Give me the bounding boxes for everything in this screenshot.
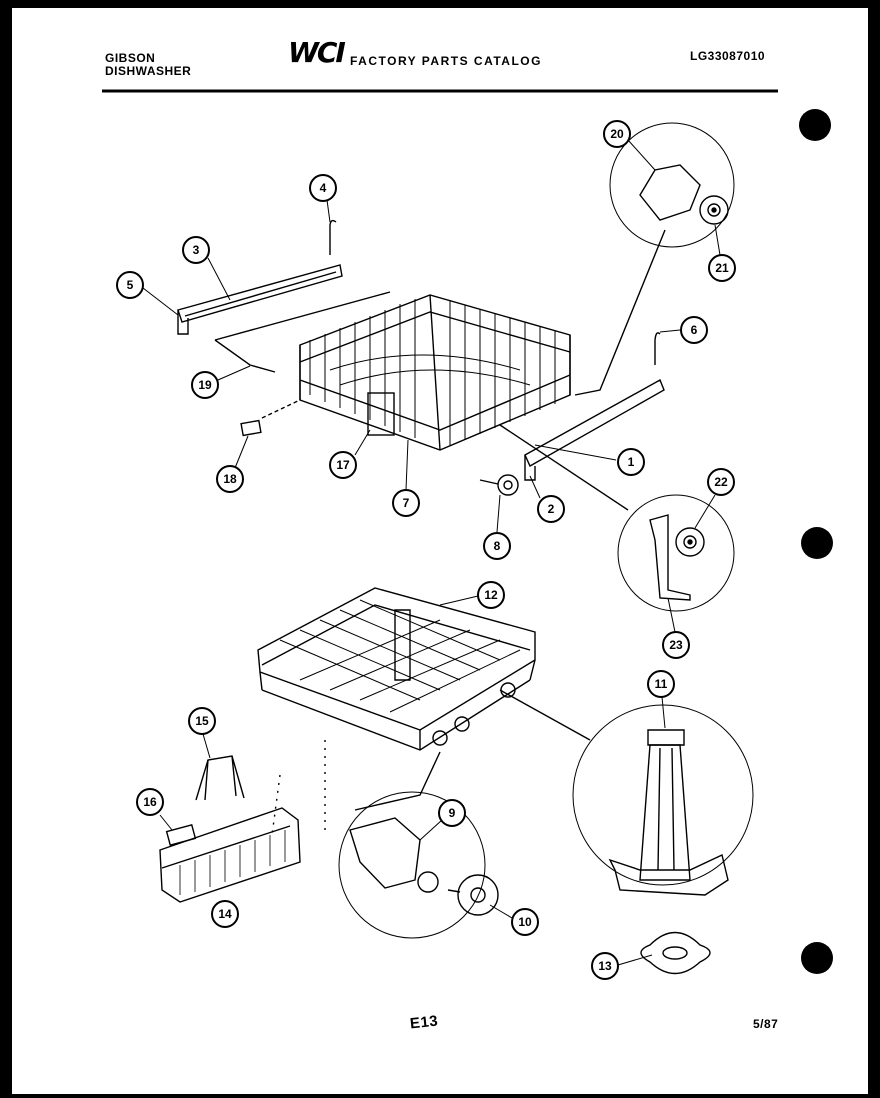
svg-text:20: 20	[610, 127, 624, 141]
svg-text:15: 15	[195, 714, 209, 728]
svg-text:5: 5	[127, 278, 134, 292]
callout-17: 17	[329, 429, 371, 479]
callout-5: 5	[116, 271, 179, 316]
detail-spray-tower	[572, 704, 754, 975]
callout-9: 9	[419, 799, 466, 841]
brand-block: GIBSON DISHWASHER	[105, 52, 191, 78]
callout-10: 10	[489, 904, 539, 936]
svg-text:22: 22	[714, 475, 728, 489]
svg-text:11: 11	[655, 677, 668, 691]
svg-text:23: 23	[669, 638, 683, 652]
detail-rack-roller	[338, 791, 499, 939]
catalog-sheet	[12, 8, 868, 1094]
callout-20: 20	[603, 120, 656, 171]
svg-text:9: 9	[449, 806, 456, 820]
brand-name: GIBSON	[105, 51, 156, 65]
callout-1: 1	[534, 444, 645, 476]
svg-text:4: 4	[320, 181, 327, 195]
binder-hole-middle	[801, 527, 833, 559]
callout-8: 8	[483, 494, 511, 560]
svg-text:19: 19	[198, 378, 212, 392]
svg-text:8: 8	[494, 539, 501, 553]
callout-15: 15	[188, 707, 216, 759]
callout-11: 11	[647, 670, 675, 729]
silverware-basket	[159, 755, 301, 903]
svg-text:6: 6	[691, 323, 698, 337]
svg-text:2: 2	[548, 502, 555, 516]
callout-7: 7	[392, 439, 420, 517]
callout-6: 6	[659, 316, 708, 344]
svg-text:13: 13	[598, 959, 612, 973]
binder-hole-bottom	[801, 942, 833, 974]
date-code: 5/87	[753, 1017, 779, 1031]
page-code: E13	[409, 1012, 440, 1033]
product-type: DISHWASHER	[105, 64, 192, 78]
svg-text:21: 21	[715, 261, 729, 275]
svg-text:7: 7	[403, 496, 410, 510]
callout-2: 2	[529, 475, 565, 523]
svg-text:1: 1	[628, 455, 635, 469]
callout-19: 19	[191, 365, 251, 399]
callout-13: 13	[591, 952, 653, 980]
part-callouts: 1 2 3 4 5 6 7 8 9 10 11 12 13 14 15 16 1…	[116, 120, 736, 980]
callout-18: 18	[216, 435, 249, 493]
svg-text:3: 3	[193, 243, 200, 257]
upper-rack-assembly	[177, 219, 666, 511]
lower-rack-assembly	[257, 587, 591, 836]
callout-23: 23	[662, 597, 690, 659]
callout-21: 21	[708, 224, 736, 282]
binder-hole-top	[799, 109, 831, 141]
svg-text:10: 10	[518, 915, 532, 929]
svg-text:14: 14	[218, 907, 232, 921]
callout-3: 3	[182, 236, 231, 301]
detail-roller-bracket-lower	[617, 494, 735, 612]
catalog-number: LG33087010	[690, 49, 766, 63]
callout-12: 12	[439, 581, 505, 609]
svg-text:17: 17	[336, 458, 350, 472]
svg-text:16: 16	[143, 795, 157, 809]
callout-4: 4	[309, 174, 337, 223]
callout-14: 14	[211, 900, 239, 928]
svg-text:12: 12	[484, 588, 498, 602]
callout-22: 22	[694, 468, 735, 529]
svg-text:18: 18	[223, 472, 237, 486]
callout-16: 16	[136, 788, 173, 831]
catalog-title: FACTORY PARTS CATALOG	[350, 54, 542, 68]
